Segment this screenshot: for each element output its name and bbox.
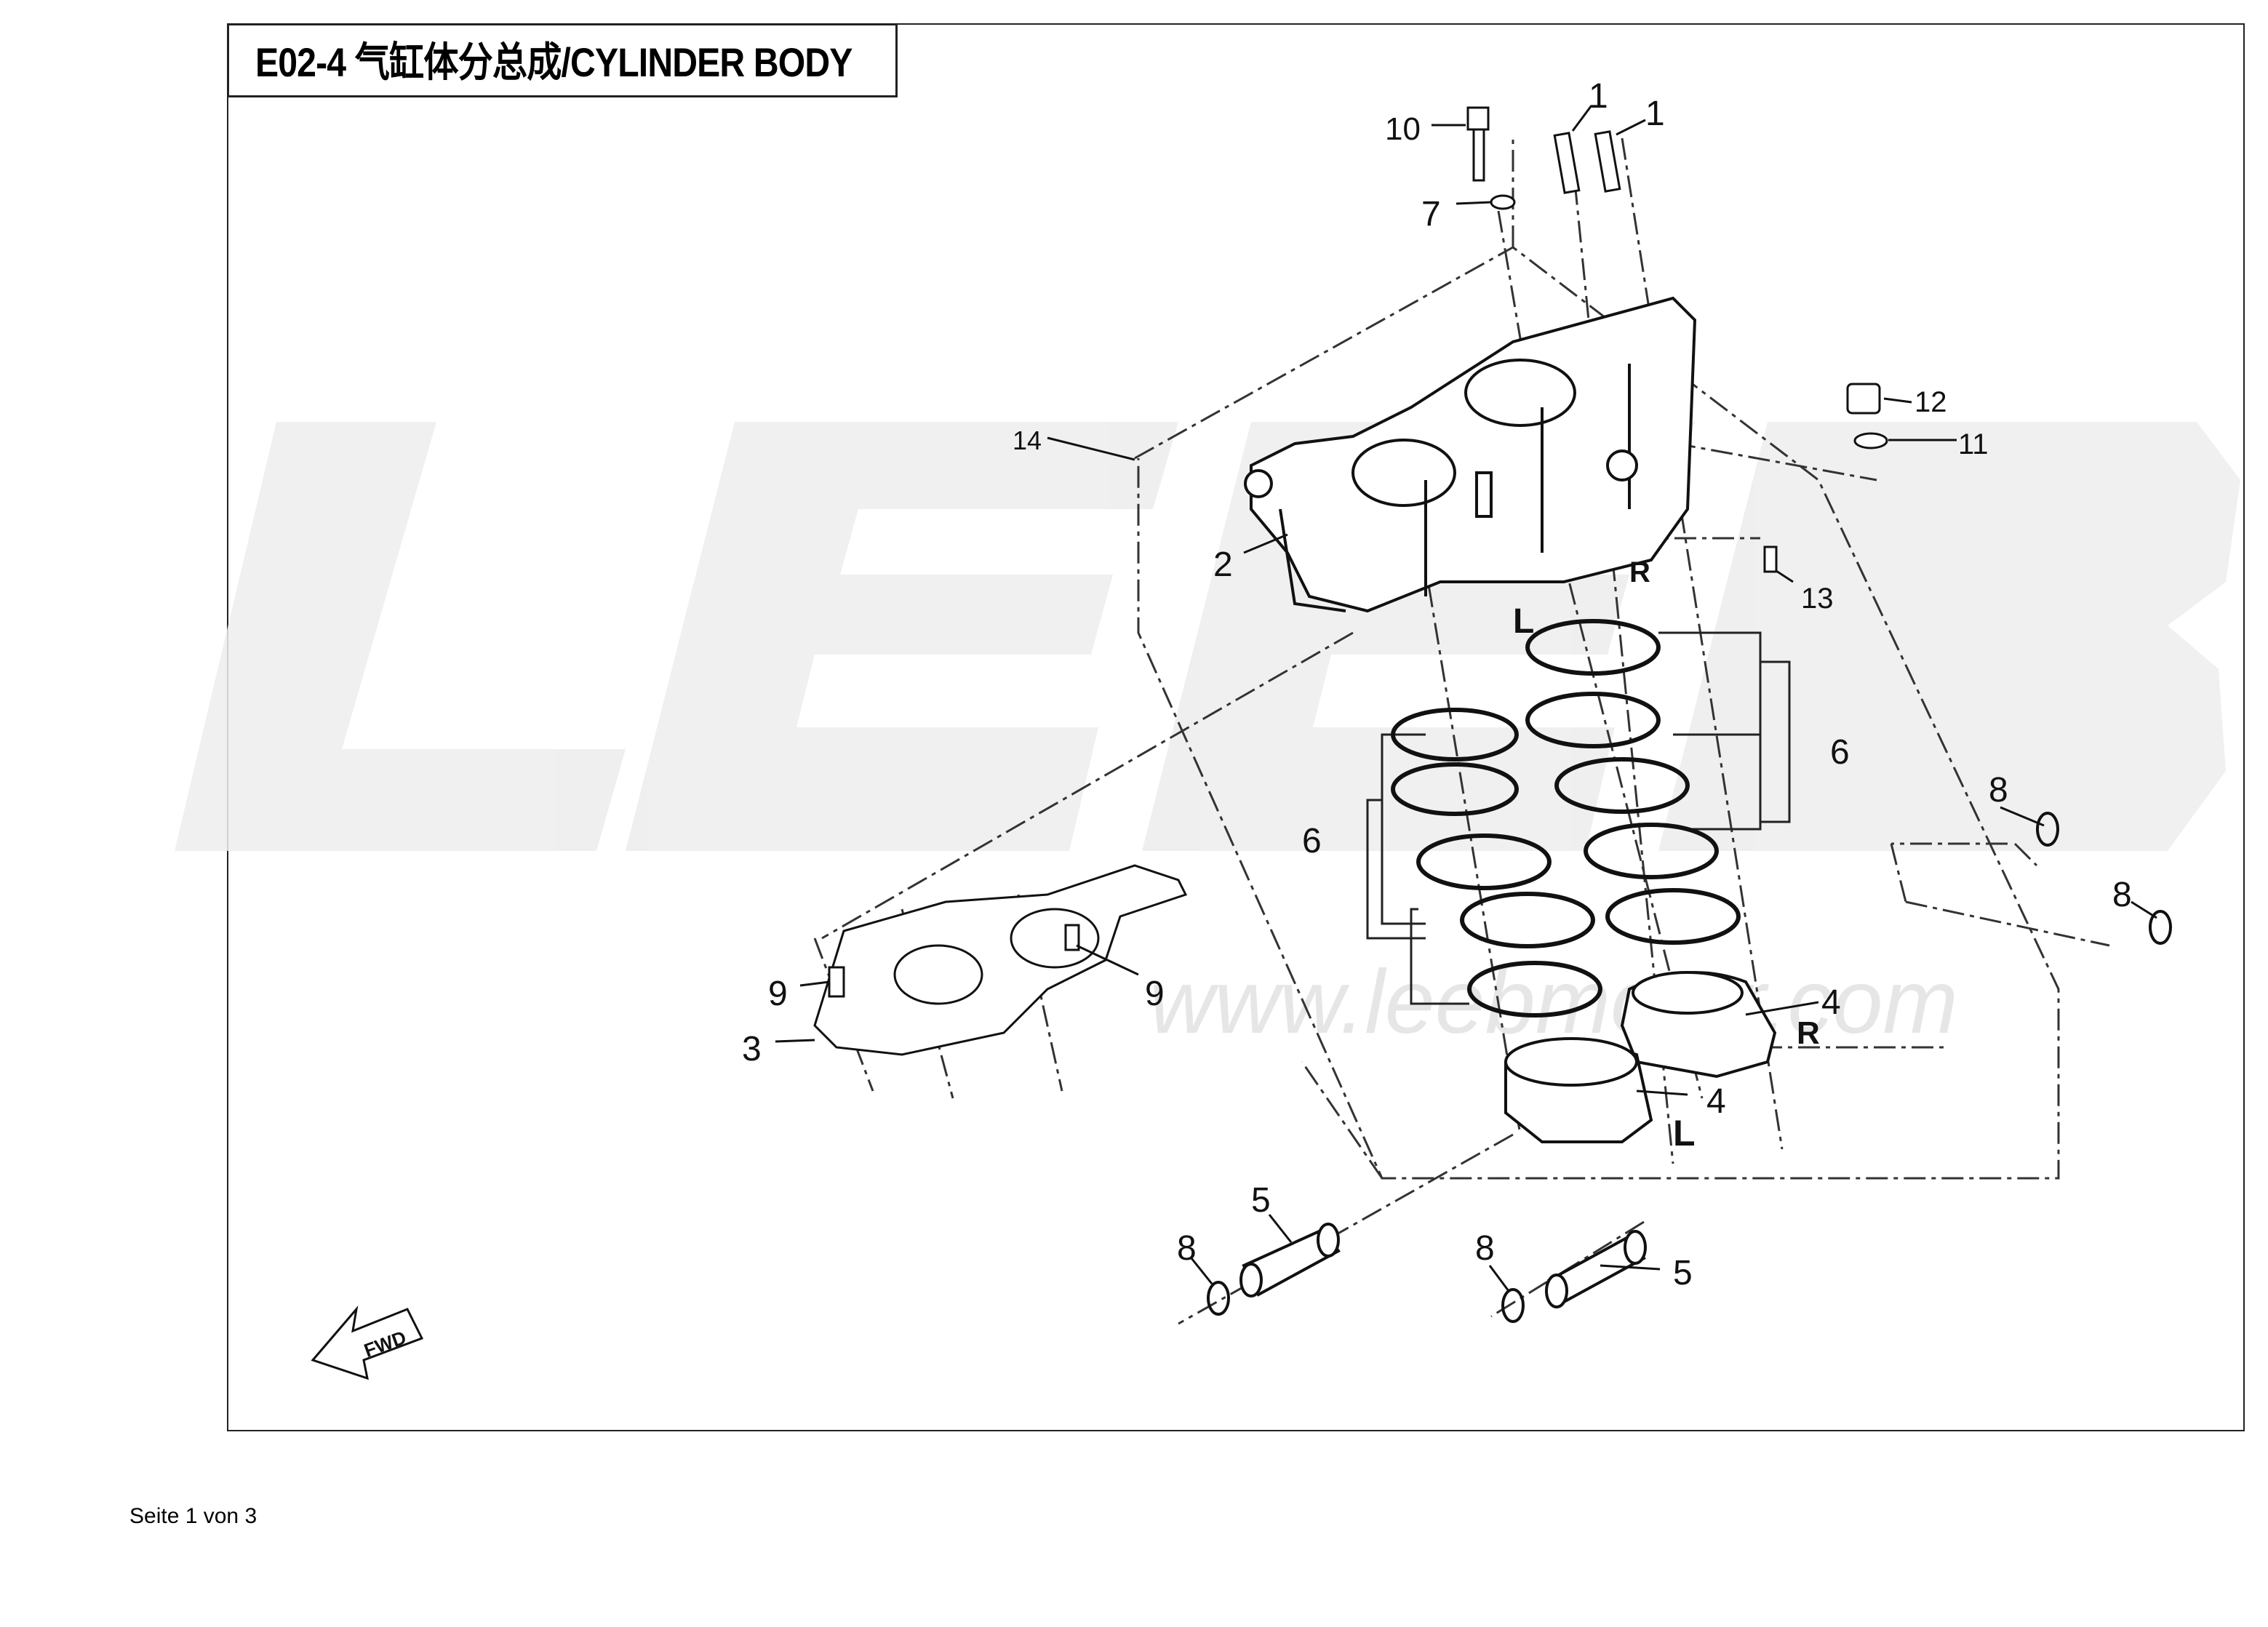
ring-group-brackets: [1366, 631, 1791, 1005]
circlip-icon: [1207, 1281, 1230, 1316]
callout-4a: 4: [1821, 983, 1841, 1022]
sealing-washer-icon: [1853, 432, 1888, 449]
watermark-url: www.leebmotor.com: [1149, 952, 1958, 1052]
callout-11: 11: [1958, 428, 1989, 460]
watermark-logo: [175, 422, 2240, 851]
piston-mark-l: L: [1673, 1113, 1696, 1154]
piston-rings: [1391, 619, 1741, 1018]
callout-8a: 8: [1989, 771, 2008, 809]
callout-leaders: [775, 105, 2157, 1292]
plug-icon: [1846, 383, 1881, 415]
cylinder-block: R L: [1244, 296, 1697, 641]
piston-pins: [1207, 812, 2172, 1323]
callout-1a: 1: [1589, 77, 1608, 116]
page-title-box: E02-4 气缸体分总成/CYLINDER BODY: [227, 23, 898, 97]
callout-8b: 8: [2112, 876, 2132, 914]
callout-10: 10: [1385, 111, 1421, 147]
callout-3: 3: [742, 1030, 762, 1068]
callout-numbers: 1 1 10 7 12 11 14 2 13 6 6 8 8 9 9 3 4 4…: [742, 77, 2132, 1292]
pistons: R L: [1504, 971, 1820, 1154]
bolt-icon: [1594, 130, 1621, 193]
callout-8d: 8: [1475, 1229, 1495, 1268]
callout-4b: 4: [1706, 1082, 1726, 1121]
bolt-icon: [1553, 132, 1581, 194]
dowel-icon: [828, 966, 845, 998]
callout-5b: 5: [1673, 1254, 1693, 1292]
callout-5a: 5: [1251, 1181, 1271, 1220]
bolts: [1466, 106, 1888, 573]
piston-mark-r: R: [1797, 1015, 1820, 1051]
circlip-icon: [2149, 910, 2172, 945]
callout-2: 2: [1213, 545, 1233, 584]
fwd-arrow-icon: FWD: [311, 1305, 424, 1380]
dowel-icon: [1064, 924, 1080, 951]
dowel-pin-icon: [1763, 545, 1778, 573]
flange-bolt-icon: [1466, 106, 1490, 131]
callout-1b: 1: [1645, 95, 1665, 133]
callout-12: 12: [1914, 386, 1947, 418]
page-footer: Seite 1 von 3: [129, 1504, 257, 1528]
circlip-icon: [1501, 1288, 1525, 1323]
washer-icon: [1490, 194, 1516, 210]
flange-bolt-shaft-icon: [1472, 128, 1485, 182]
side-mark-l: L: [1513, 602, 1534, 641]
callout-9b: 9: [1145, 975, 1165, 1013]
callout-8c: 8: [1177, 1229, 1197, 1268]
callout-13: 13: [1801, 583, 1834, 615]
side-mark-r: R: [1629, 556, 1650, 588]
page-title: E02-4 气缸体分总成/CYLINDER BODY: [255, 39, 853, 85]
cylinder-gasket: [813, 864, 1188, 1056]
callout-7: 7: [1421, 195, 1441, 233]
callout-14: 14: [1013, 425, 1042, 455]
callout-6b: 6: [1302, 822, 1322, 860]
callout-6a: 6: [1830, 733, 1850, 772]
callout-9a: 9: [768, 975, 788, 1013]
circlip-icon: [2036, 812, 2059, 847]
